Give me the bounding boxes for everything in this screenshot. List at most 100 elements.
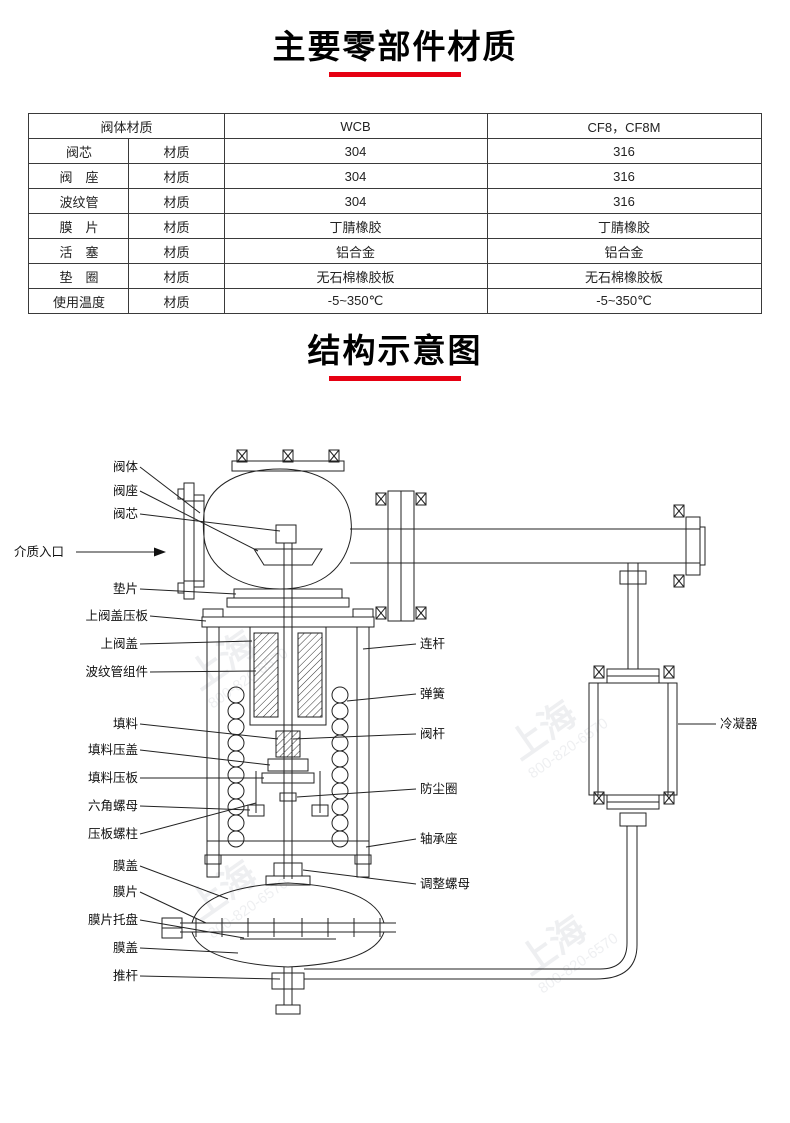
section-title-materials: 主要零部件材质 <box>272 28 518 65</box>
wcb-value-cell: 铝合金 <box>223 238 488 264</box>
diagram-labels-left: 阀体 阀座 阀芯 介质入口 垫片 上阀盖压板 上阀盖 波纹管组件 填料 填料压盖… <box>14 460 148 983</box>
springs <box>227 686 349 848</box>
valve-inlet-flange <box>177 482 205 600</box>
label-diaphragm-cover-upper: 膜盖 <box>113 859 138 873</box>
label-bearing-seat: 轴承座 <box>420 831 458 846</box>
label-valve-plug: 阀芯 <box>113 507 138 521</box>
wcb-value-cell: -5~350℃ <box>223 288 488 314</box>
attr-cell: 材质 <box>128 238 225 264</box>
title-underline-1 <box>329 72 461 77</box>
part-name-cell: 阀 座 <box>28 163 130 189</box>
attr-cell: 材质 <box>128 263 225 289</box>
label-spring: 弹簧 <box>420 686 445 701</box>
label-condenser: 冷凝器 <box>720 716 758 731</box>
packing-gland <box>267 758 309 772</box>
cf8-value-cell: 丁腈橡胶 <box>486 213 762 239</box>
title-underline-2 <box>329 376 461 381</box>
leader-lines <box>139 466 716 980</box>
label-dust-ring: 防尘圈 <box>420 781 458 796</box>
watermark: 上海 800-820-6570 <box>511 908 621 998</box>
table-row: 阀 座 材质 304 316 <box>28 163 762 189</box>
wcb-value-cell: 304 <box>223 188 488 214</box>
wcb-value-cell: 丁腈橡胶 <box>223 213 488 239</box>
part-name-cell: 使用温度 <box>28 288 130 314</box>
table-header-row: 阀体材质 WCB CF8，CF8M <box>28 113 762 139</box>
yoke-column-right <box>356 626 370 878</box>
label-packing-gland: 填料压盖 <box>88 743 138 757</box>
label-hex-nut: 六角螺母 <box>88 799 138 813</box>
condenser-riser-pipe <box>619 563 647 669</box>
watermark: 上海 800-820-6570 <box>181 853 291 943</box>
diagram-labels-right: 连杆 弹簧 阀杆 防尘圈 轴承座 调整螺母 冷凝器 <box>420 636 758 891</box>
label-connecting-rod: 连杆 <box>420 636 446 651</box>
attr-cell: 材质 <box>128 188 225 214</box>
label-packing: 填料 <box>113 717 139 731</box>
valve-body <box>202 449 352 608</box>
part-name-cell: 膜 片 <box>28 213 130 239</box>
attr-cell: 材质 <box>128 288 225 314</box>
cf8-value-cell: 316 <box>486 188 762 214</box>
table-row: 活 塞 材质 铝合金 铝合金 <box>28 238 762 264</box>
table-row: 膜 片 材质 丁腈橡胶 丁腈橡胶 <box>28 213 762 239</box>
packing-assembly <box>247 730 329 817</box>
hex-fitting <box>619 570 647 585</box>
cf8-value-cell: 316 <box>486 163 762 189</box>
push-rod <box>271 967 305 1015</box>
diaphragm-cover-upper <box>191 882 385 924</box>
header-cell-cf8: CF8，CF8M <box>486 113 762 139</box>
cf8-value-cell: 无石棉橡胶板 <box>486 263 762 289</box>
label-packing-plate: 填料压板 <box>88 771 139 785</box>
table-row: 使用温度 材质 -5~350℃ -5~350℃ <box>28 288 762 314</box>
label-valve-stem: 阀杆 <box>420 727 446 741</box>
part-name-cell: 垫 圈 <box>28 263 130 289</box>
section-title-structure: 结构示意图 <box>307 332 483 369</box>
diaphragm-cover-lower <box>191 931 385 968</box>
valve-stem <box>283 543 293 879</box>
part-name-cell: 阀芯 <box>28 138 130 164</box>
table-row: 阀芯 材质 304 316 <box>28 138 762 164</box>
yoke-column-left <box>206 626 220 878</box>
gasket <box>233 588 343 599</box>
label-push-rod: 推杆 <box>113 969 139 983</box>
condenser <box>588 665 678 827</box>
cf8-value-cell: -5~350℃ <box>486 288 762 314</box>
label-valve-body: 阀体 <box>113 460 139 474</box>
tee-fitting <box>271 972 305 990</box>
attr-cell: 材质 <box>128 213 225 239</box>
header-cell-wcb: WCB <box>223 113 488 139</box>
condensate-return-pipe <box>304 826 638 980</box>
label-gasket: 垫片 <box>113 581 138 596</box>
structure-diagram-container: 上海 800-820-6570 上海 800-820-6570 上海 800-8… <box>0 421 790 1046</box>
materials-table: 阀体材质 WCB CF8，CF8M 阀芯 材质 304 316 阀 座 材质 3… <box>28 113 762 314</box>
packing-plate <box>261 772 315 784</box>
label-valve-seat: 阀座 <box>113 483 138 498</box>
hex-nut <box>311 804 329 817</box>
catalog-page: 主要零部件材质 阀体材质 WCB CF8，CF8M 阀芯 材质 304 316 … <box>0 28 790 1046</box>
valve-plug <box>275 524 297 544</box>
table-row: 波纹管 材质 304 316 <box>28 188 762 214</box>
label-upper-bonnet: 上阀盖 <box>100 637 138 651</box>
label-diaphragm-tray: 膜片托盘 <box>88 912 138 927</box>
bonnet-pressure-plate <box>201 616 375 628</box>
wcb-value-cell: 无石棉橡胶板 <box>223 263 488 289</box>
outlet-pipe <box>350 490 706 622</box>
label-diaphragm: 膜片 <box>113 885 138 899</box>
cf8-value-cell: 铝合金 <box>486 238 762 264</box>
upper-bonnet <box>249 626 327 726</box>
valve-seat <box>253 548 323 566</box>
part-name-cell: 波纹管 <box>28 188 130 214</box>
wcb-value-cell: 304 <box>223 138 488 164</box>
cf8-value-cell: 316 <box>486 138 762 164</box>
label-plate-stud: 压板螺柱 <box>88 826 138 841</box>
packing <box>275 730 301 758</box>
wcb-value-cell: 304 <box>223 163 488 189</box>
label-medium-inlet: 介质入口 <box>14 545 64 559</box>
watermark: 上海 800-820-6570 <box>501 693 611 783</box>
table-row: 垫 圈 材质 无石棉橡胶板 无石棉橡胶板 <box>28 263 762 289</box>
attr-cell: 材质 <box>128 163 225 189</box>
label-adjusting-nut: 调整螺母 <box>420 876 470 891</box>
adjusting-nut <box>273 862 303 877</box>
attr-cell: 材质 <box>128 138 225 164</box>
label-diaphragm-cover-lower: 膜盖 <box>113 941 138 955</box>
part-name-cell: 活 塞 <box>28 238 130 264</box>
